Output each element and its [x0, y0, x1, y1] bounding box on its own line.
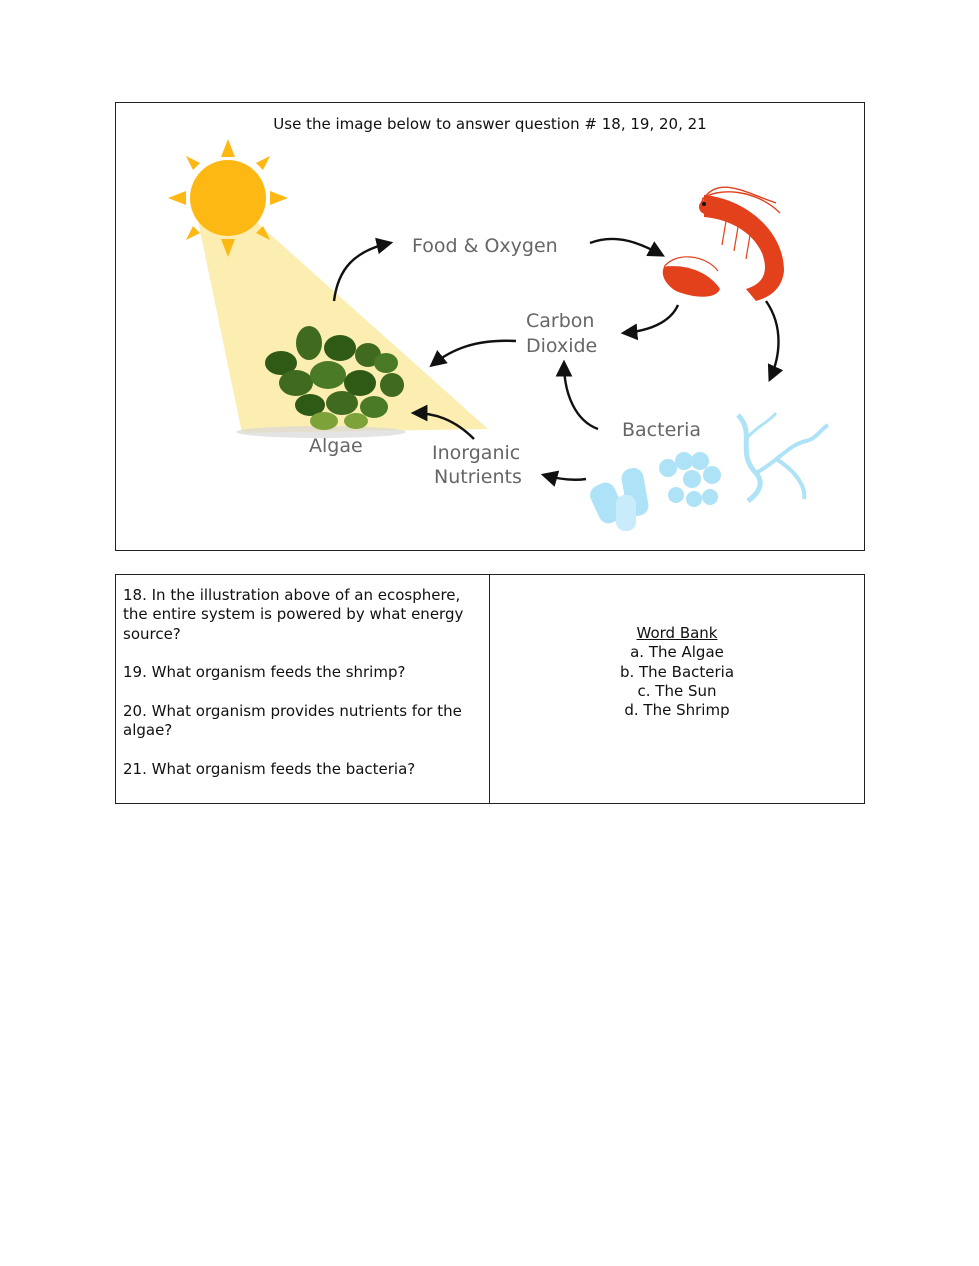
- question-19: 19. What organism feeds the shrimp?: [123, 663, 481, 682]
- word-bank-item: c. The Sun: [490, 682, 864, 701]
- word-bank-item: a. The Algae: [490, 643, 864, 662]
- diagram-box: Food & Oxygen Carbon Dioxide Algae Inorg…: [115, 102, 865, 551]
- word-bank-cell: Word Bank a. The Algae b. The Bacteria c…: [490, 575, 864, 803]
- ecosphere-diagram: Food & Oxygen Carbon Dioxide Algae Inorg…: [116, 103, 863, 549]
- label-inorganic: Inorganic: [432, 442, 520, 464]
- label-food-oxygen: Food & Oxygen: [412, 235, 558, 257]
- label-algae: Algae: [309, 435, 363, 457]
- arrow-shrimp-to-bacteria: [766, 301, 779, 379]
- word-bank-item: d. The Shrimp: [490, 701, 864, 720]
- arrow-shrimp-to-co2: [624, 305, 678, 333]
- diagram-instruction: Use the image below to answer question #…: [116, 115, 864, 133]
- label-dioxide: Dioxide: [526, 335, 597, 357]
- word-bank-item: b. The Bacteria: [490, 663, 864, 682]
- label-bacteria: Bacteria: [622, 419, 701, 441]
- arrow-food-to-shrimp: [590, 239, 662, 255]
- label-carbon: Carbon: [526, 310, 594, 332]
- arrow-algae-to-food: [334, 243, 390, 301]
- shrimp-icon: [663, 187, 784, 301]
- questions-cell: 18. In the illustration above of an ecos…: [116, 575, 490, 803]
- word-bank-title: Word Bank: [490, 624, 864, 643]
- question-20: 20. What organism provides nutrients for…: [123, 702, 481, 741]
- questions-table: 18. In the illustration above of an ecos…: [115, 574, 865, 804]
- question-21: 21. What organism feeds the bacteria?: [123, 760, 481, 779]
- label-nutrients: Nutrients: [434, 466, 522, 488]
- arrow-bacteria-to-co2: [564, 363, 598, 429]
- arrow-bacteria-to-nutrients: [544, 475, 586, 480]
- arrow-co2-to-algae: [432, 341, 516, 365]
- question-18: 18. In the illustration above of an ecos…: [123, 586, 481, 644]
